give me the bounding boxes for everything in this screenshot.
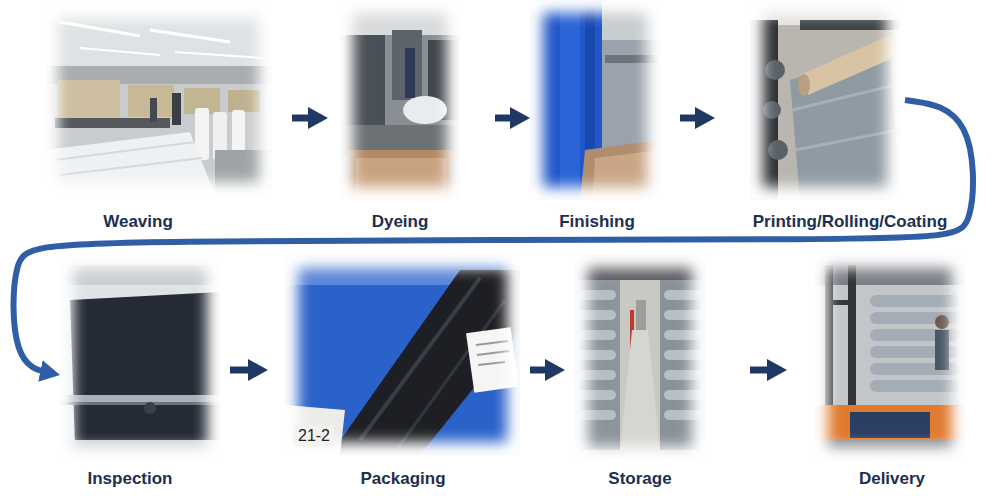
- step-label: Packaging: [360, 469, 445, 489]
- process-step: Dyeing: [328, 0, 495, 200]
- flow-arrow: [750, 367, 779, 374]
- flow-arrow: [495, 115, 522, 122]
- roll-tag: 21-2: [294, 425, 334, 446]
- step-label: Inspection: [87, 469, 172, 489]
- photo-vignette: [45, 0, 965, 460]
- process-step: Inspection: [60, 250, 230, 460]
- process-step: Printing/Rolling/Coating: [715, 0, 905, 200]
- step-label: Weaving: [103, 212, 173, 232]
- flow-arrow: [680, 115, 707, 122]
- step-label: Finishing: [559, 212, 635, 232]
- process-step: Delivery: [787, 250, 965, 460]
- delivery-photo: [815, 255, 965, 460]
- storage-photo: [575, 255, 705, 460]
- weaving-photo: [45, 5, 272, 195]
- packaging-photo: [285, 255, 520, 455]
- dyeing-photo: [340, 0, 460, 200]
- flow-arrow: [230, 367, 260, 374]
- process-step: Storage: [565, 250, 750, 460]
- step-label: Storage: [608, 469, 671, 489]
- step-label: Dyeing: [372, 212, 429, 232]
- step-label: Delivery: [859, 469, 925, 489]
- flow-arrow: [292, 115, 320, 122]
- printing-photo: [750, 0, 900, 200]
- process-step: Finishing: [530, 0, 680, 200]
- step-label: Printing/Rolling/Coating: [753, 212, 948, 232]
- flow-arrow: [14, 100, 973, 373]
- inspection-photo: [60, 255, 220, 460]
- flow-arrow: [530, 367, 557, 374]
- process-step: Weaving: [45, 0, 292, 200]
- finishing-photo: [530, 0, 660, 200]
